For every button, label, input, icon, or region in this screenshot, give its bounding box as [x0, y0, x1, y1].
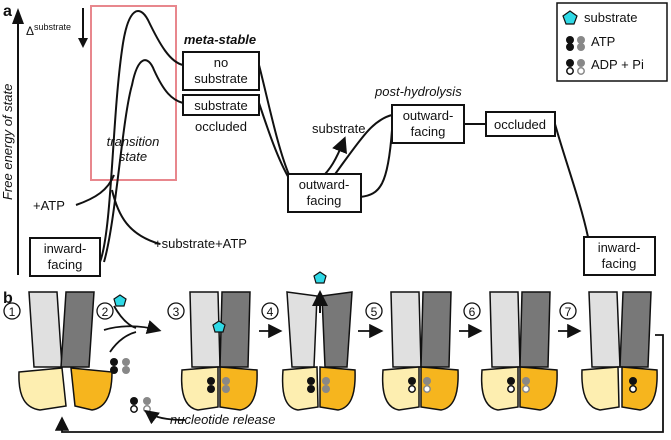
- transporter-state-5: [381, 291, 459, 411]
- outward-facing-post-label-2: facing: [411, 124, 446, 139]
- atp-in-state-3: [207, 377, 230, 393]
- substrate-binding-icon: [113, 294, 127, 307]
- step-3-number: 3: [173, 305, 180, 319]
- atp-legend-icon: [566, 36, 585, 51]
- no-substrate-label-1: no: [214, 55, 228, 70]
- substrate-occluded-label-2: occluded: [195, 119, 247, 134]
- energy-curves: [75, 10, 589, 263]
- substrate-occluded-box: [182, 94, 260, 116]
- substrate-released-icon: [313, 271, 327, 284]
- energy-axis-label: Free energy of state: [0, 84, 15, 200]
- step-5-number: 5: [371, 305, 378, 319]
- legend-box: [556, 2, 668, 82]
- panel-a-label: a: [3, 3, 12, 20]
- transition-state-label-1: transition: [107, 134, 160, 149]
- atp-entering-icon: [110, 358, 130, 374]
- delta-arrowhead: [78, 38, 88, 48]
- outward-facing-box: [287, 173, 362, 213]
- outward-facing-post-label-1: outward-: [403, 108, 454, 123]
- outward-facing-label-2: facing: [307, 193, 342, 208]
- adp-in-state-5: [408, 377, 431, 393]
- legend-substrate-label: substrate: [584, 10, 637, 25]
- transporter-state-7: [581, 291, 658, 411]
- inward-facing-box: [29, 237, 101, 277]
- step-6-number: 6: [469, 305, 476, 319]
- substrate-join-curve: [113, 305, 137, 329]
- step-1-number: 1: [9, 305, 16, 319]
- adp-legend-icon: [566, 59, 585, 75]
- post-hydrolysis-label: post-hydrolysis: [374, 84, 462, 99]
- substrate-release-arrow: [320, 136, 347, 179]
- transition-state-box: [90, 5, 177, 181]
- panel-b-label: b: [3, 290, 13, 307]
- inward-facing-final-label-1: inward-: [598, 240, 641, 255]
- energy-axis-arrowhead: [12, 8, 24, 24]
- atp-join-curve: [109, 331, 137, 353]
- transporter-state-3: [180, 291, 258, 411]
- occluded-label: occluded: [494, 117, 546, 132]
- occluded-box: [485, 111, 556, 137]
- inward-facing-label-2: facing: [48, 257, 83, 272]
- step-numbers: 1 2 3 4 5 6 7: [3, 302, 577, 320]
- inward-facing-final-box: [583, 236, 656, 276]
- substrate-occluded-label-1: substrate: [194, 98, 247, 113]
- transition-state-label-2: state: [119, 149, 147, 164]
- step-2-number: 2: [102, 305, 109, 319]
- transporter-state-1: [18, 291, 113, 411]
- substrate-label: substrate: [312, 121, 365, 136]
- inward-facing-label-1: inward-: [44, 241, 87, 256]
- no-substrate-box: [182, 51, 260, 91]
- no-substrate-label-2: substrate: [194, 71, 247, 86]
- nucleotide-release-arrow: [144, 409, 186, 425]
- step-2-arrow: [103, 320, 162, 335]
- step-7-number: 7: [565, 305, 572, 319]
- delta-symbol: Δsubstrate: [26, 22, 71, 38]
- transporter-state-4: [281, 291, 356, 411]
- meta-stable-label: meta-stable: [184, 32, 256, 47]
- plus-substrate-atp-label: +substrate+ATP: [154, 236, 247, 251]
- outward-facing-label-1: outward-: [299, 177, 350, 192]
- step-4-number: 4: [267, 305, 274, 319]
- plus-atp-label: +ATP: [33, 198, 65, 213]
- transporter-state-6: [480, 291, 558, 411]
- substrate-bound-icon: [212, 320, 226, 333]
- atp-in-state-4: [307, 377, 330, 393]
- legend-atp-label: ATP: [591, 34, 615, 49]
- legend-adp-label: ADP + Pi: [591, 57, 644, 72]
- substrate-legend-icon: [562, 10, 578, 25]
- nucleotide-release-label: nucleotide release: [170, 412, 276, 427]
- outward-facing-post-box: [391, 104, 465, 144]
- adp-leaving-icon: [130, 397, 151, 413]
- adp-in-state-7: [629, 377, 637, 393]
- adp-in-state-6: [507, 377, 530, 393]
- return-arrow: [54, 334, 664, 433]
- inward-facing-final-label-2: facing: [602, 256, 637, 271]
